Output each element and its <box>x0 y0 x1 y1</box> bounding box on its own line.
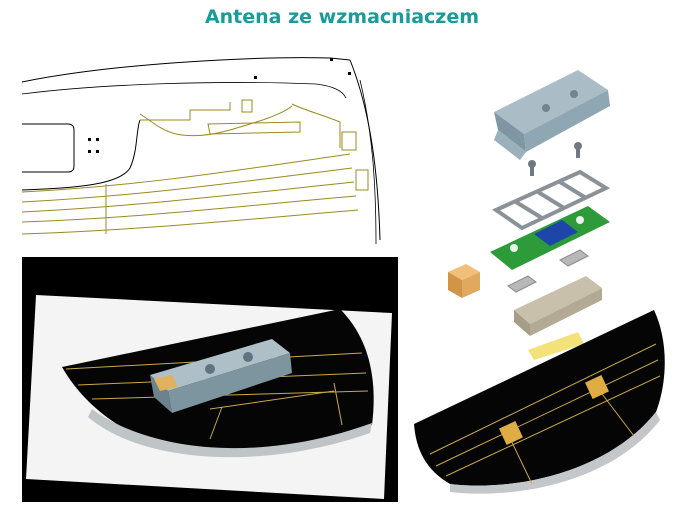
windshield-drawing <box>21 57 381 245</box>
inner-frame-line <box>21 119 141 191</box>
connector-orange <box>154 375 178 391</box>
marker-dot <box>254 76 257 79</box>
adhesive-pad <box>528 332 584 360</box>
screws <box>528 142 582 176</box>
antenna-traces <box>21 99 369 235</box>
marker-dot <box>88 138 91 141</box>
pcb-board <box>490 206 610 270</box>
amplifier-on-glass-panel <box>22 257 398 502</box>
windshield-drawing-panel <box>20 50 398 246</box>
glass-right-edge <box>349 59 381 241</box>
cutout-left <box>22 123 75 173</box>
exploded-view-panel <box>410 60 672 500</box>
marker-dot <box>348 72 351 75</box>
body-right-edge <box>359 79 377 245</box>
marker-dot <box>96 150 99 153</box>
marker-dot <box>330 58 333 61</box>
base-plate <box>514 276 602 336</box>
amplifier-on-glass-illustration <box>22 257 398 502</box>
glass-segment-exploded <box>414 310 665 494</box>
amplifier-housing <box>150 339 292 413</box>
glass-top-edge <box>21 57 351 83</box>
metal-frame <box>491 169 611 231</box>
marker-dot <box>96 138 99 141</box>
glass-inner-edge <box>21 82 347 99</box>
page-title: Antena ze wzmacniaczem <box>204 6 480 28</box>
marker-dot <box>88 150 91 153</box>
chip <box>534 220 578 246</box>
glass-edge-silver <box>88 409 372 458</box>
amplifier-cover <box>494 70 610 160</box>
connector-block <box>448 264 480 298</box>
metal-contacts <box>507 249 589 293</box>
exploded-view-illustration <box>414 70 665 494</box>
